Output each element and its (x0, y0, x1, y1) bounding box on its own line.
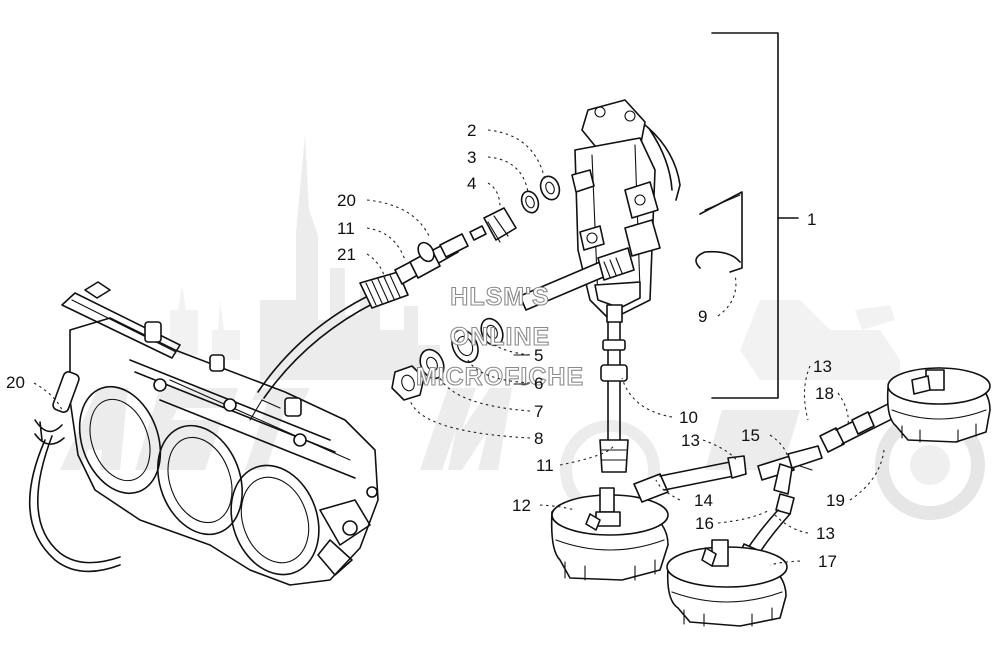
callout-10: 10 (679, 408, 698, 427)
callout-1: 1 (807, 210, 816, 229)
callout-7: 7 (534, 402, 543, 421)
left-hose-clamp (34, 371, 80, 445)
callout-20-upper: 20 (337, 191, 356, 210)
watermark-text: HLSM'S ONLINE MICROFICHE (415, 282, 584, 391)
callout-8: 8 (534, 429, 543, 448)
callout-15: 15 (741, 426, 760, 445)
callout-9: 9 (698, 307, 707, 326)
part1-bracket (711, 32, 799, 399)
crossover-hose (633, 445, 823, 503)
callout-13-lower: 13 (816, 524, 835, 543)
oil-pump (519, 99, 681, 323)
oil-tank-left (550, 487, 669, 581)
label-stubs (513, 354, 813, 471)
oil-tank-lower (666, 539, 788, 627)
watermark-line-3: MICROFICHE (416, 363, 584, 391)
callout-labels: 1 2 3 4 5 6 7 8 9 10 11 11 12 13 13 13 1… (6, 121, 845, 571)
callout-12: 12 (512, 496, 531, 515)
callout-11-lower: 11 (536, 456, 554, 475)
callout-11-upper: 11 (337, 219, 355, 238)
watermark-line-1: HLSM'S (450, 283, 549, 311)
throttle-cable (28, 233, 469, 573)
callout-17: 17 (818, 552, 837, 571)
oil-tank-right (886, 367, 991, 443)
callout-16: 16 (695, 514, 714, 533)
seals-and-nut (391, 317, 504, 401)
leader-lines (33, 129, 885, 566)
callout-2: 2 (467, 121, 476, 140)
callout-13-upper: 13 (813, 357, 832, 376)
callout-5: 5 (534, 346, 543, 365)
callout-14: 14 (694, 491, 713, 510)
carburetor-assembly (61, 281, 379, 586)
callout-19: 19 (826, 491, 845, 510)
callout-4: 4 (467, 174, 476, 193)
callout-6: 6 (534, 374, 543, 393)
callout-3: 3 (467, 148, 476, 167)
callout-20-left: 20 (6, 373, 25, 392)
callout-13-center: 13 (681, 431, 700, 450)
watermark-line-2: ONLINE (450, 323, 550, 351)
callout-18: 18 (815, 384, 834, 403)
spring-clip (695, 191, 743, 273)
callout-21: 21 (337, 245, 356, 264)
pump-outlet-hose (599, 321, 629, 473)
fitting-and-washers (469, 175, 561, 243)
